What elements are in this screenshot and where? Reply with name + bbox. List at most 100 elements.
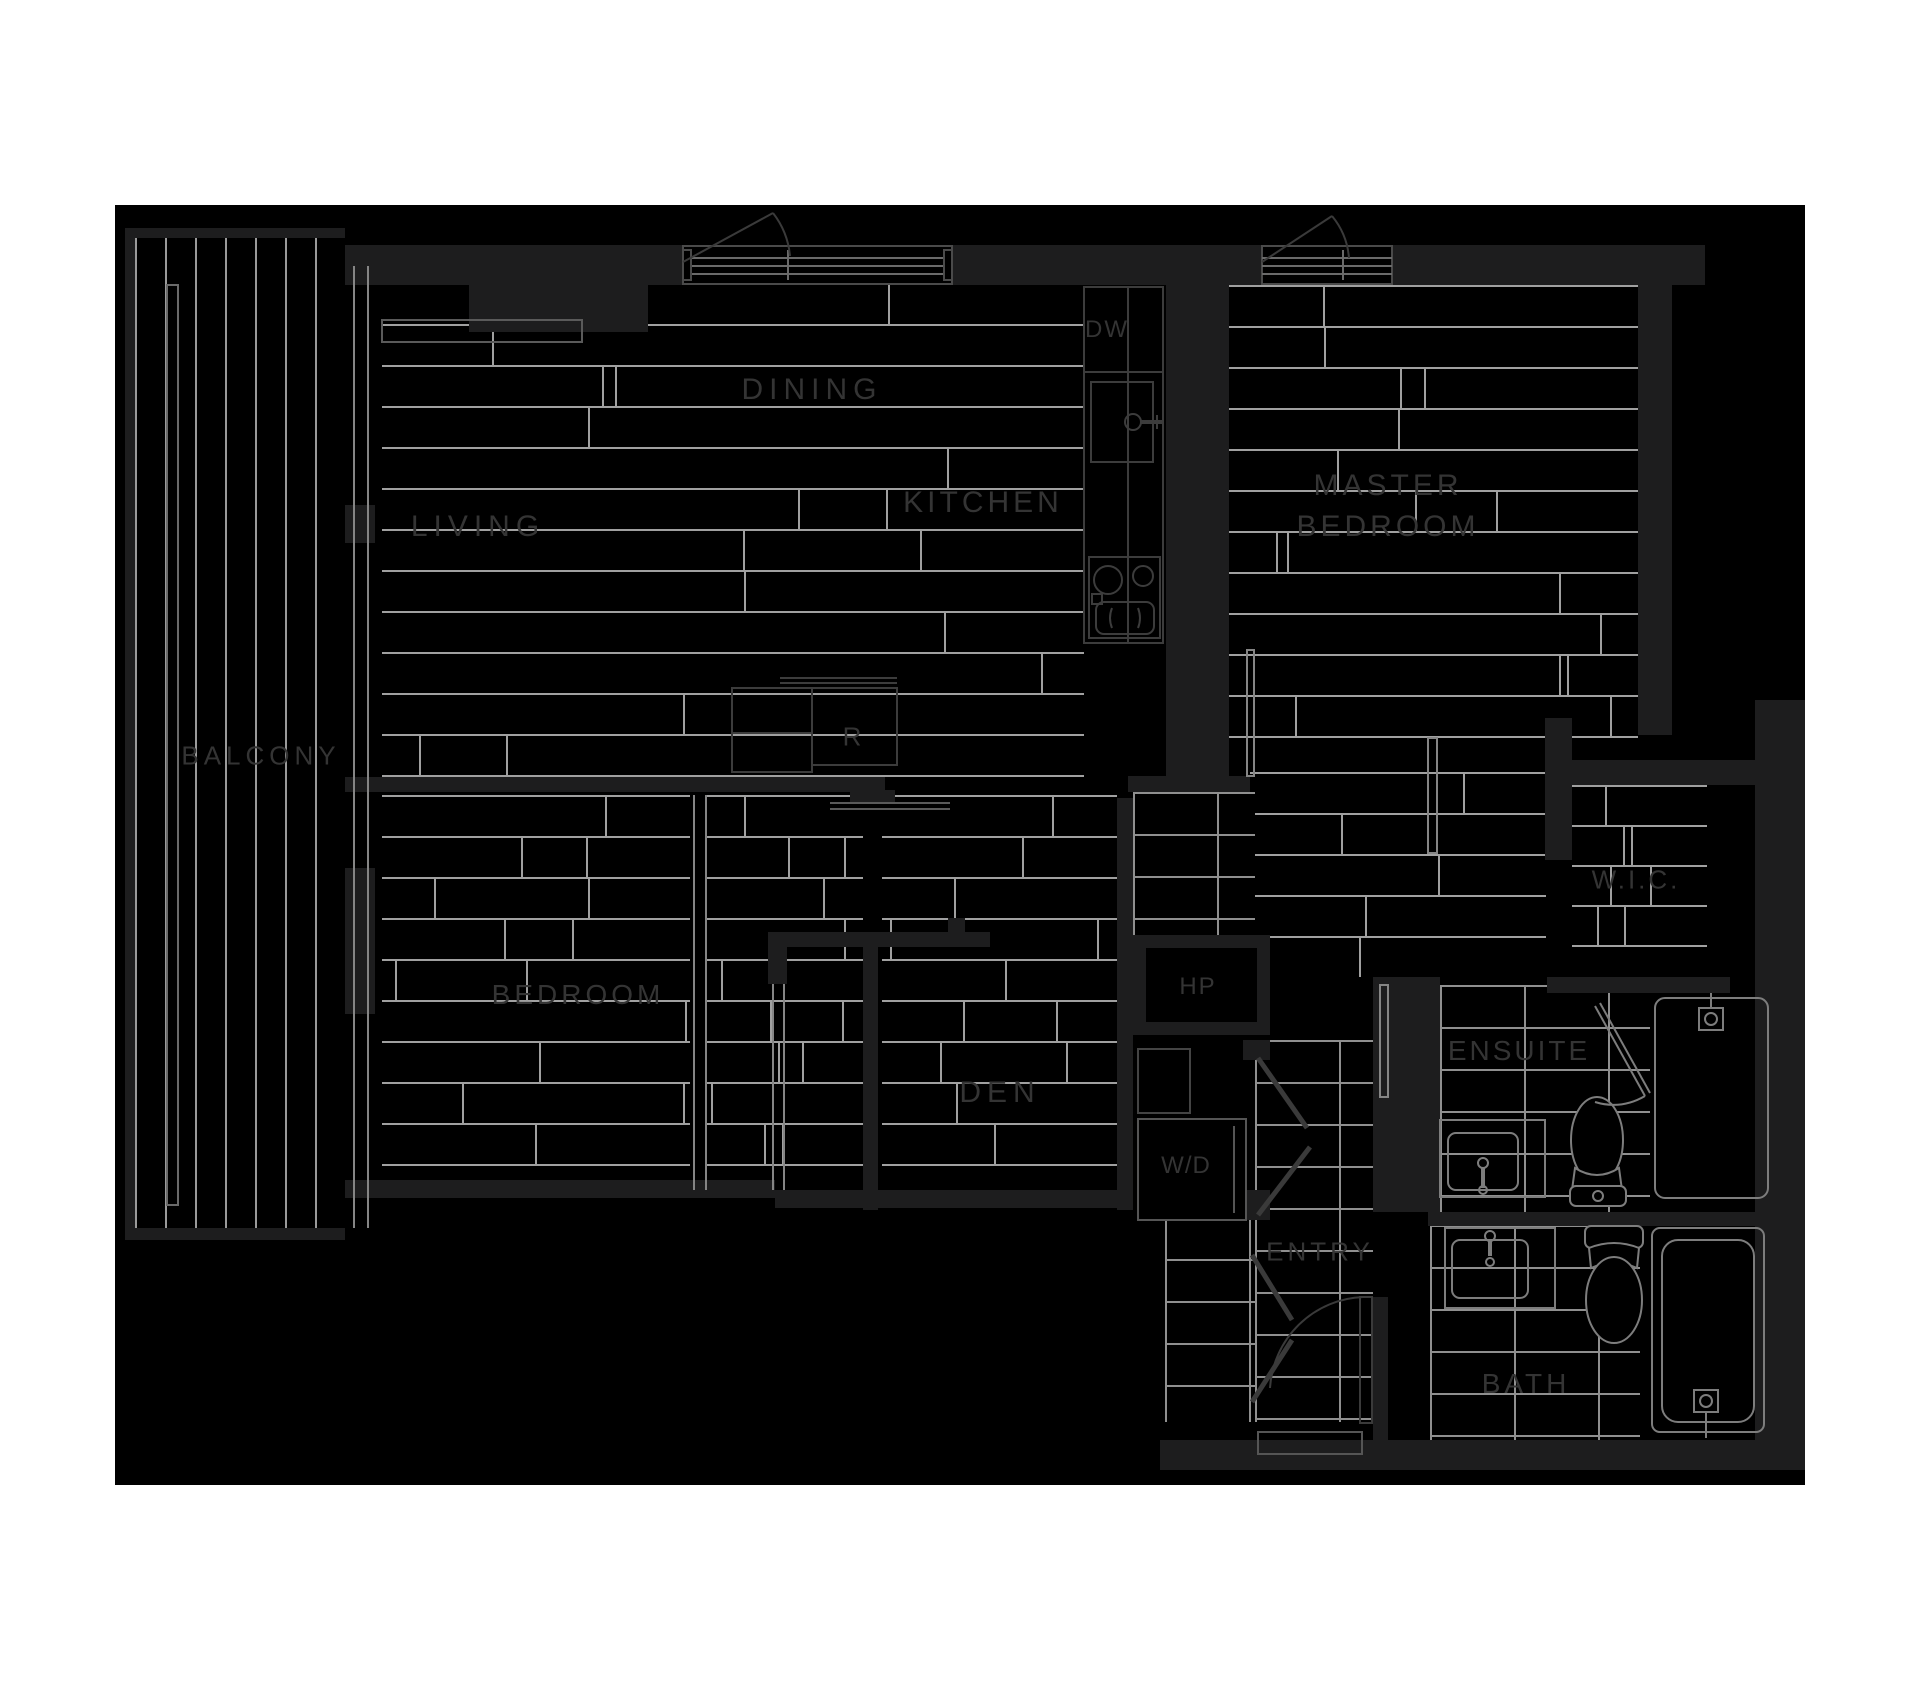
plank-seam: [842, 1002, 844, 1041]
floor-entry-north: [1133, 792, 1255, 935]
plank-seam: [572, 920, 574, 959]
plank-seam: [1365, 897, 1367, 936]
plank-seam: [823, 879, 825, 918]
wall-column-living: [469, 245, 648, 332]
wall-den-right: [1117, 798, 1133, 1210]
plank-seam: [395, 961, 397, 1000]
plank-seam: [1287, 533, 1289, 572]
floor-bedroom: [382, 795, 690, 1190]
floor-entry-southwest: [1165, 1217, 1255, 1422]
plank-seam: [1005, 961, 1007, 1000]
plank-seam: [1337, 451, 1339, 490]
plank-seam: [685, 1002, 687, 1041]
wall-closet-t: [770, 932, 990, 947]
room-label-dining: DINING: [741, 373, 883, 406]
plank-seam: [683, 1084, 685, 1123]
plank-seam: [944, 613, 946, 652]
plank-seam: [954, 879, 956, 918]
heat-pump-label: HP: [1179, 973, 1217, 1000]
wall-balcony-bottom-edge: [125, 1228, 345, 1240]
plank-seam: [770, 1002, 772, 1041]
plank-seam: [1041, 654, 1043, 693]
floor-master-bedroom: [1229, 285, 1638, 772]
plank-seam: [586, 838, 588, 877]
plank-seam: [764, 1125, 766, 1164]
plank-seam: [1463, 774, 1465, 813]
wall-den-bottom: [775, 1190, 1133, 1208]
plank-seam: [947, 449, 949, 488]
plank-seam: [588, 879, 590, 918]
room-label-ensuite: ENSUITE: [1447, 1035, 1591, 1066]
plank-seam: [539, 1043, 541, 1082]
plank-seam: [886, 490, 888, 529]
plank-seam: [963, 1002, 965, 1041]
plank-seam: [605, 797, 607, 836]
room-label-master-bedroom: MASTER BEDROOM: [1296, 465, 1479, 547]
plank-seam: [526, 961, 528, 1000]
plank-seam: [1052, 797, 1054, 836]
wall-kitchen-master: [1166, 283, 1229, 792]
plank-seam: [721, 961, 723, 1000]
room-label-den: DEN: [959, 1076, 1041, 1109]
plank-seam: [492, 326, 494, 365]
plank-seam: [683, 695, 685, 734]
plank-seam: [1341, 815, 1343, 854]
plank-seam: [434, 879, 436, 918]
plank-seam: [1605, 787, 1607, 825]
wall-closet-tab-lower: [1243, 1190, 1270, 1220]
washer-dryer-box: [1137, 1118, 1247, 1221]
plank-seam: [521, 838, 523, 877]
plank-seam: [1415, 492, 1417, 531]
master-bedroom-line1: MASTER: [1313, 469, 1463, 502]
wall-balcony-door-block-upper: [345, 505, 375, 543]
plank-seam: [1610, 697, 1612, 736]
plank-seam: [788, 838, 790, 877]
wall-balcony-top-edge: [125, 228, 345, 238]
plank-seam: [844, 838, 846, 877]
plank-seam: [602, 367, 604, 406]
plank-seam: [778, 1043, 780, 1082]
wall-entry-bath: [1373, 1297, 1388, 1440]
plank-seam: [956, 1084, 958, 1123]
room-label-kitchen: KITCHEN: [903, 486, 1063, 519]
room-label-wic: W.I.C.: [1591, 864, 1681, 895]
entry-shelf: [1137, 1048, 1191, 1114]
plank-seam: [1359, 938, 1361, 977]
washer-dryer-door: [1233, 1126, 1239, 1213]
plank-seam: [1496, 492, 1498, 531]
plank-seam: [888, 285, 890, 324]
plank-seam: [1400, 369, 1402, 408]
plank-seam: [1559, 656, 1561, 695]
sliding-door-den-closet: [772, 984, 785, 1190]
dishwasher-label: DW: [1085, 316, 1129, 343]
plank-seam: [744, 797, 746, 836]
plank-seam: [1056, 1002, 1058, 1041]
plank-seam: [1324, 328, 1326, 367]
wall-wic-top: [1545, 760, 1757, 785]
plank-seam: [743, 531, 745, 570]
wall-master-right: [1638, 245, 1672, 735]
plank-seam: [1424, 369, 1426, 408]
wall-den-left: [863, 947, 878, 1210]
wall-exterior-bottom: [1160, 1440, 1805, 1470]
floor-master-corridor: [1250, 772, 1546, 977]
plank-seam: [1610, 867, 1612, 905]
wall-balcony-left: [125, 228, 135, 1240]
heat-pump-closet: [1133, 935, 1270, 1035]
room-label-balcony: BALCONY: [181, 740, 341, 771]
wall-right-band: [1755, 700, 1805, 1470]
room-label-bath: BATH: [1481, 1368, 1571, 1399]
plank-seam: [535, 1125, 537, 1164]
plank-seam: [798, 490, 800, 529]
plank-seam: [462, 1084, 464, 1123]
sliding-door-bedroom-closet: [693, 795, 707, 1190]
plank-seam: [1650, 867, 1652, 905]
floor-entry: [1255, 1040, 1373, 1422]
wall-entry-ensuite: [1373, 977, 1440, 1212]
floor-ensuite: [1440, 985, 1650, 1212]
sliding-door-balcony: [353, 266, 369, 1228]
master-bedroom-line2: BEDROOM: [1296, 510, 1480, 543]
plank-seam: [1631, 827, 1633, 865]
plank-seam: [802, 1043, 804, 1082]
